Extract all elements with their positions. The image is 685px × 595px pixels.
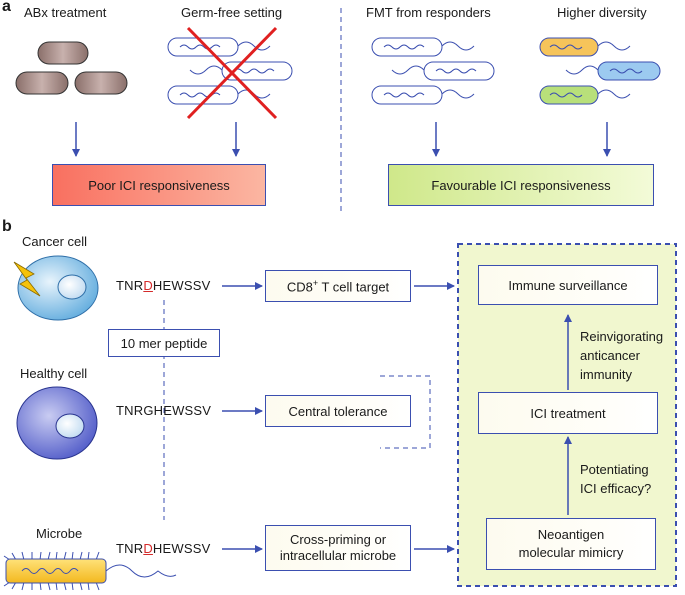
- reinvigorating-line1: Reinvigorating: [580, 329, 664, 344]
- reinvigorating-line2: anticancer: [580, 348, 640, 363]
- peptide-length-box: 10 mer peptide: [108, 329, 220, 357]
- cancer-peptide: TNRDHEWSSV: [116, 278, 210, 293]
- neoantigen-line1: Neoantigen: [537, 527, 605, 542]
- neoantigen-box: Neoantigen molecular mimicry: [486, 518, 656, 570]
- panel-letter-b: b: [2, 218, 12, 235]
- germ-free-label: Germ-free setting: [181, 5, 283, 20]
- microbe-peptide-prefix: TNR: [116, 541, 144, 556]
- immune-surveillance-box: Immune surveillance: [478, 265, 658, 305]
- favourable-responsiveness-box: Favourable ICI responsiveness: [388, 164, 654, 206]
- potentiating-line1: Potentiating: [580, 462, 649, 477]
- cancer-peptide-mutation: D: [143, 278, 153, 293]
- cd8-target-text: CD8+ T cell target: [287, 278, 389, 294]
- potentiating-line2: ICI efficacy?: [580, 481, 652, 496]
- healthy-peptide: TNRGHEWSSV: [116, 403, 212, 418]
- cd8-sup: +: [312, 277, 319, 288]
- cross-priming-line1: Cross-priming or: [289, 532, 387, 547]
- cd8-rest: T cell target: [318, 279, 390, 295]
- panel-b-arrows: [222, 282, 572, 553]
- cancer-cell-icon: [13, 255, 99, 321]
- cancer-peptide-suffix: HEWSSV: [152, 278, 211, 293]
- cross-out-icon: [186, 26, 278, 120]
- diversity-label: Higher diversity: [557, 5, 647, 20]
- abx-bacteria-icon: [15, 41, 128, 95]
- microbe-peptide-mutation: D: [143, 541, 153, 556]
- panel-a-arrows: [72, 122, 611, 157]
- microbe-icon: [3, 551, 177, 591]
- panel-letter-a: a: [2, 0, 11, 15]
- peptide-length-text: 10 mer peptide: [120, 335, 208, 351]
- tolerance-bracket: [380, 375, 431, 449]
- reinvigorating-label: Reinvigorating anticancer immunity: [580, 327, 663, 384]
- neoantigen-line2: molecular mimicry: [518, 545, 624, 560]
- abx-label: ABx treatment: [24, 5, 107, 20]
- immune-surveillance-text: Immune surveillance: [508, 277, 628, 293]
- fmt-bacteria-icon: [371, 37, 495, 105]
- cancer-cell-label: Cancer cell: [22, 234, 88, 249]
- poor-responsiveness-text: Poor ICI responsiveness: [88, 177, 230, 193]
- favourable-responsiveness-text: Favourable ICI responsiveness: [431, 177, 611, 193]
- diverse-bacteria-icon: [539, 37, 661, 105]
- ici-treatment-box: ICI treatment: [478, 392, 658, 434]
- central-tolerance-box: Central tolerance: [265, 395, 411, 427]
- potentiating-label: Potentiating ICI efficacy?: [580, 460, 651, 498]
- cross-priming-line2: intracellular microbe: [279, 548, 397, 563]
- healthy-cell-icon: [16, 386, 98, 460]
- microbe-peptide: TNRDHEWSSV: [116, 541, 210, 556]
- healthy-cell-label: Healthy cell: [20, 366, 88, 381]
- cancer-peptide-prefix: TNR: [116, 278, 144, 293]
- cross-priming-box: Cross-priming or intracellular microbe: [265, 525, 411, 571]
- ici-treatment-text: ICI treatment: [530, 405, 606, 421]
- reinvigorating-line3: immunity: [580, 367, 633, 382]
- central-tolerance-text: Central tolerance: [288, 403, 388, 419]
- poor-responsiveness-box: Poor ICI responsiveness: [52, 164, 266, 206]
- fmt-label: FMT from responders: [366, 5, 491, 20]
- microbe-peptide-suffix: HEWSSV: [152, 541, 211, 556]
- cd8-target-box: CD8+ T cell target: [265, 270, 411, 302]
- microbe-label: Microbe: [36, 526, 83, 541]
- cd8-main: CD8: [286, 279, 313, 295]
